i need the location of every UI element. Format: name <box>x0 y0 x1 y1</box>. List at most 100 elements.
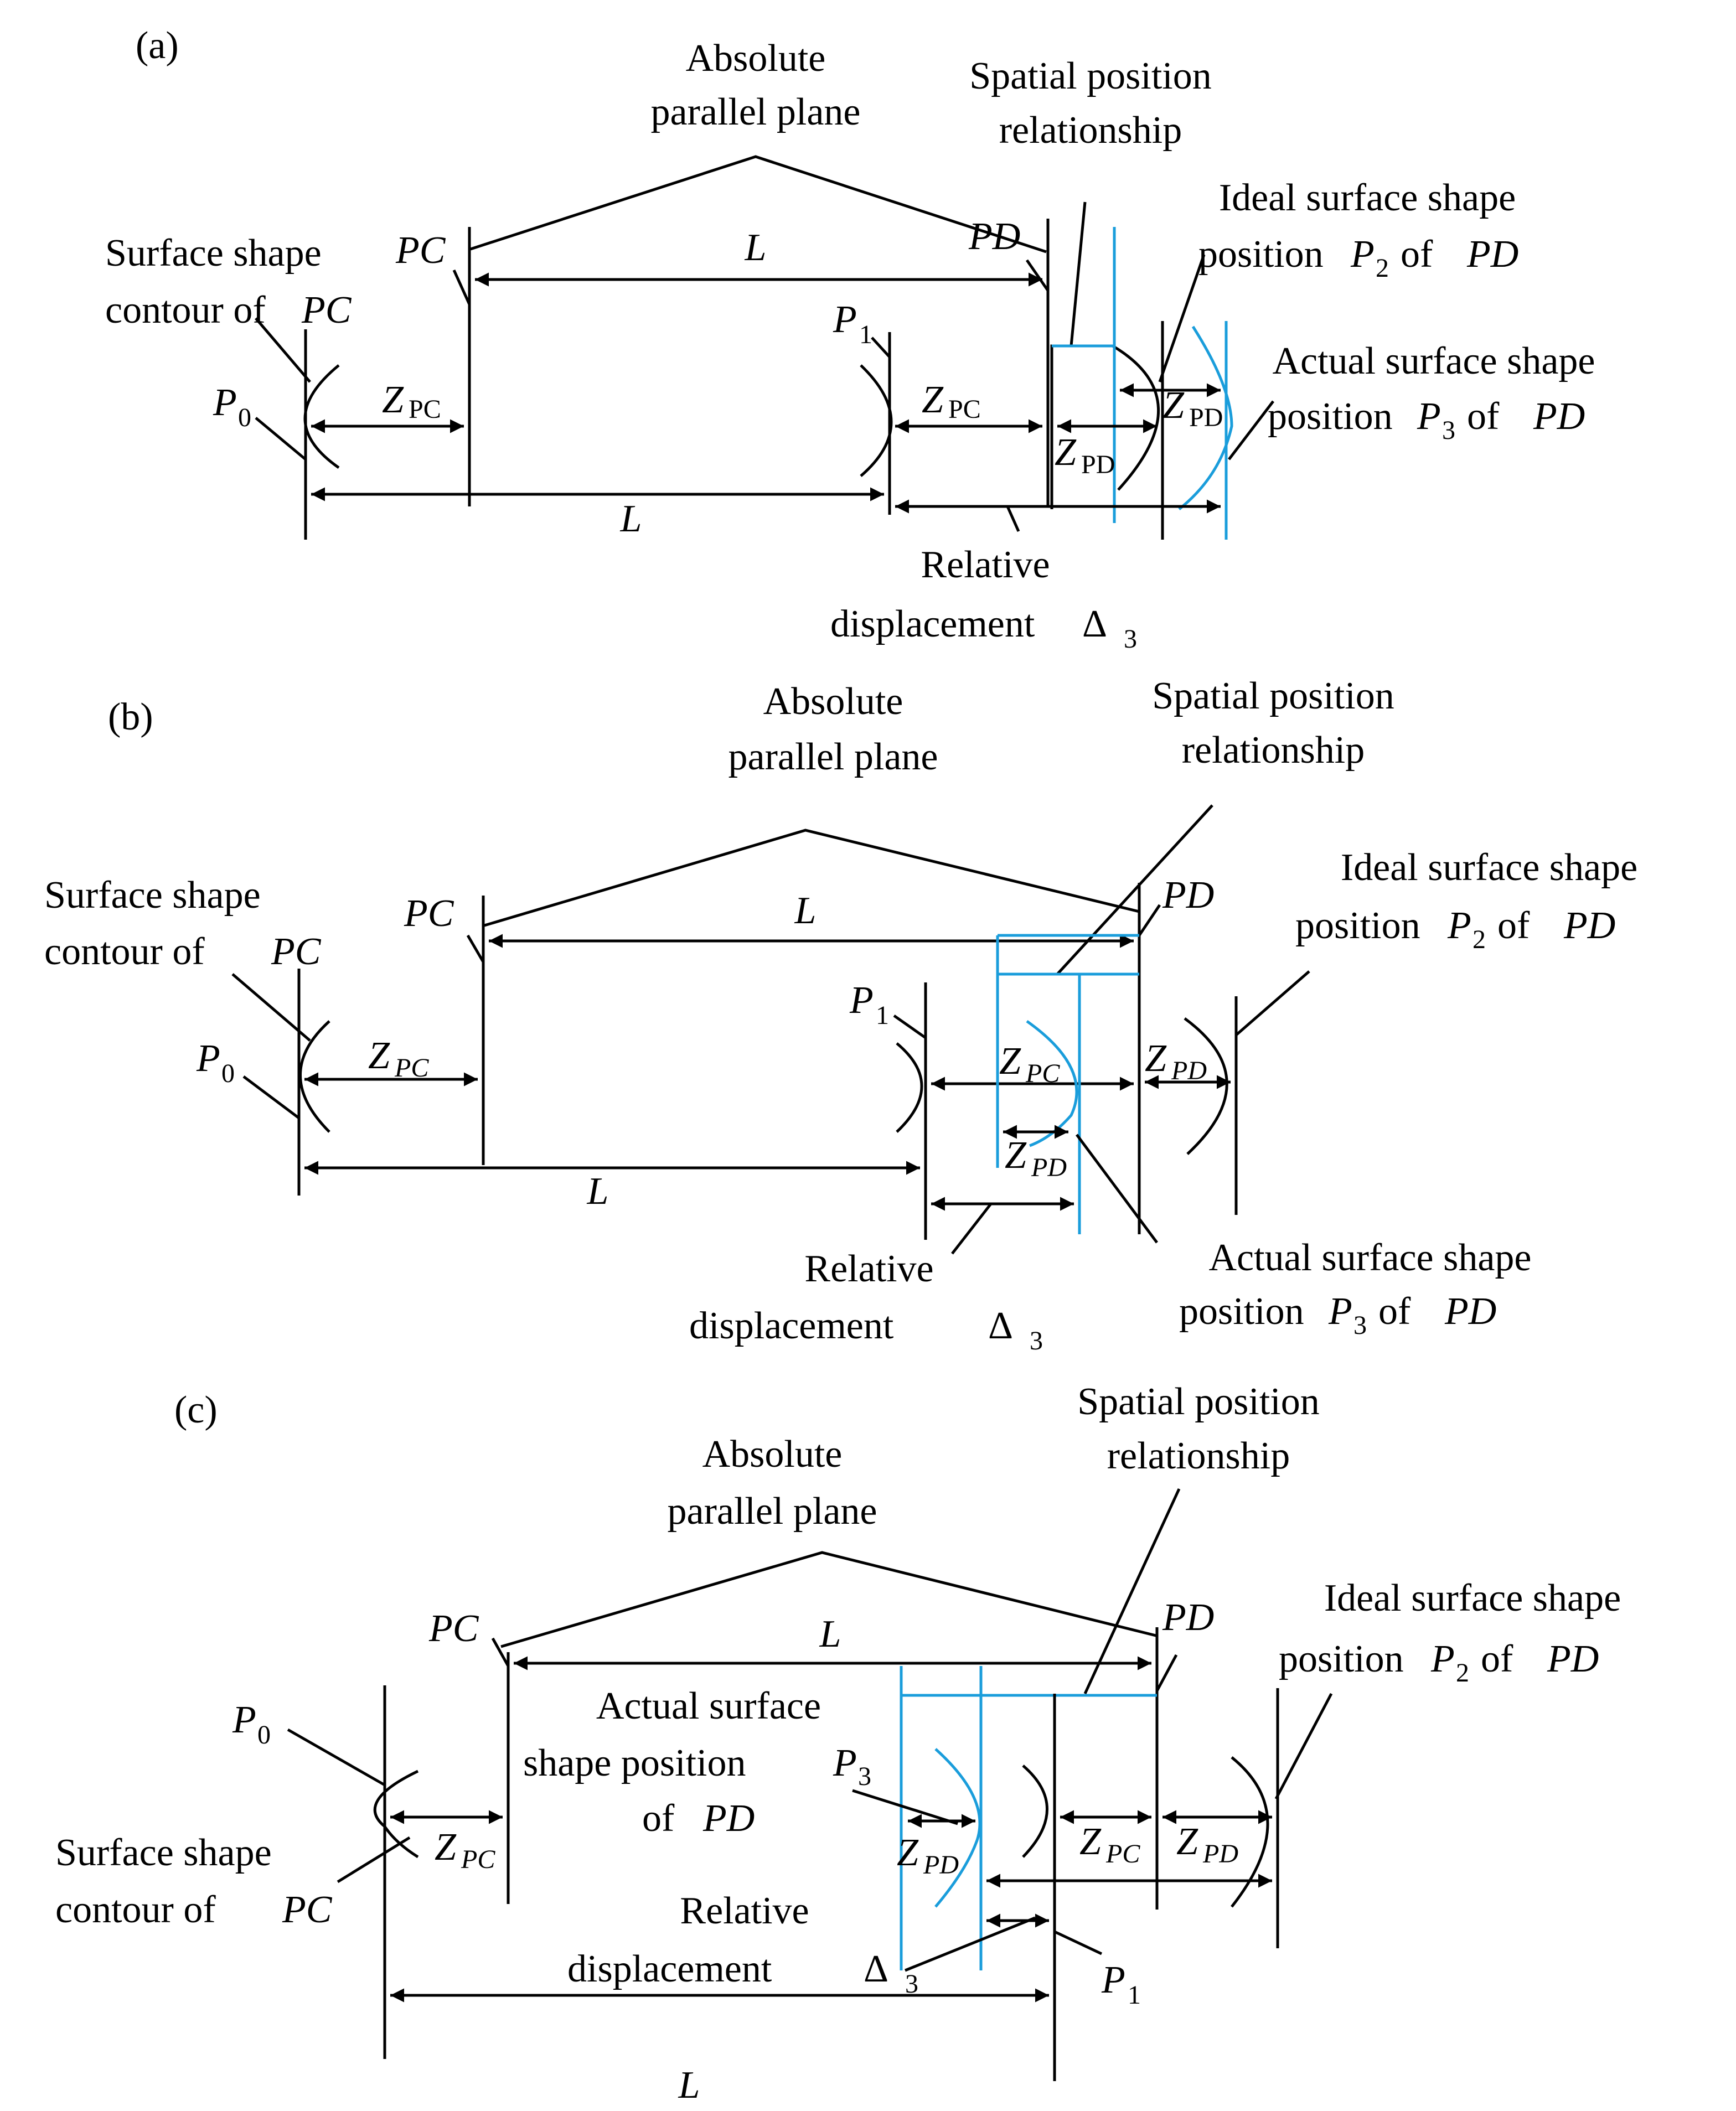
p1-curve <box>1022 1765 1048 1858</box>
p0-sub: 0 <box>238 403 251 432</box>
p1-curve <box>860 364 893 477</box>
relative-label-3: Δ <box>864 1948 888 1990</box>
actual-label-1: Actual surface shape <box>1272 340 1595 382</box>
ideal-label-6: PD <box>1563 904 1615 947</box>
ideal-label-3: P <box>1430 1638 1455 1680</box>
ideal-label-6: PD <box>1547 1638 1599 1680</box>
p1-label: P <box>1101 1959 1125 2001</box>
pd-leader <box>1155 1654 1178 1692</box>
zpc-left-z: Z <box>368 1034 390 1077</box>
p2-curve <box>1231 1756 1269 1908</box>
panel-a-tag: (a) <box>136 24 179 67</box>
zpc-left-sub: PC <box>394 1053 429 1083</box>
zpc-right-sub: PC <box>1105 1839 1140 1869</box>
zpd-1-sub: PD <box>1189 403 1223 432</box>
zpd-1-sub: PD <box>1202 1839 1238 1869</box>
p0-label: P <box>196 1037 220 1080</box>
relative-label-4: 3 <box>1124 624 1137 654</box>
ideal-label-6: PD <box>1466 233 1518 276</box>
ideal-label-2: position <box>1295 904 1420 947</box>
absolute-plane-roof <box>500 1551 1156 1648</box>
relative-label-4: 3 <box>1030 1326 1043 1355</box>
ideal-label-4: 2 <box>1456 1658 1469 1688</box>
absolute-plane-label-1: Absolute <box>763 680 903 723</box>
contour-leader <box>255 317 311 383</box>
p1-leader <box>871 337 891 358</box>
p2-curve <box>1184 1017 1228 1155</box>
actual-leader <box>1228 400 1274 461</box>
p2-curve <box>1112 344 1160 491</box>
pd-label: PD <box>1162 1596 1214 1639</box>
actual-label-2: shape position <box>523 1742 746 1784</box>
pd-leader <box>1025 259 1050 292</box>
ideal-label-1: Ideal surface shape <box>1219 177 1516 219</box>
pc-leader <box>466 934 485 963</box>
zpc-right-z: Z <box>922 379 944 421</box>
relative-label-1: Relative <box>680 1890 809 1932</box>
actual-label-3: P <box>833 1742 857 1784</box>
zpd-1-sub: PD <box>1171 1056 1207 1085</box>
actual-label-6: PD <box>702 1797 755 1840</box>
zpd-2-z: Z <box>1055 431 1077 474</box>
contour-label-2: contour of <box>105 289 266 332</box>
relative-leader <box>1006 505 1020 532</box>
zpc-left-sub: PC <box>409 395 441 424</box>
l-top-label: L <box>745 226 767 269</box>
relative-label-1: Relative <box>921 544 1050 586</box>
panel-c-tag: (c) <box>174 1389 218 1431</box>
relative-leader <box>951 1203 992 1255</box>
relative-label-3: Δ <box>1082 603 1107 645</box>
zpc-right-sub: PC <box>948 395 981 424</box>
panel-b: (b) Absolute parallel plane Spatial posi… <box>44 675 1637 1355</box>
p1-label: P <box>833 298 857 341</box>
zpd-2-z: Z <box>1005 1134 1027 1177</box>
p1-sub: 1 <box>859 320 872 349</box>
zpd-2-sub: PD <box>1081 450 1115 479</box>
relative-label-2: displacement <box>567 1948 772 1990</box>
zpd-2-sub: PD <box>1031 1153 1067 1182</box>
pd-label: PD <box>968 215 1020 258</box>
relative-label-1: Relative <box>804 1248 933 1290</box>
spatial-label-2: relationship <box>1107 1435 1290 1477</box>
ideal-label-3: P <box>1350 233 1375 276</box>
contour-leader <box>337 1836 411 1884</box>
panel-b-tag: (b) <box>108 696 153 738</box>
relative-label-2: displacement <box>830 603 1035 645</box>
actual-leader <box>1075 1134 1159 1244</box>
actual-curve <box>934 1748 981 1908</box>
p0-sub: 0 <box>257 1720 271 1750</box>
zpc-right-z: Z <box>1079 1820 1102 1863</box>
actual-label-6: PD <box>1533 395 1585 438</box>
contour-label-3: PC <box>301 289 352 332</box>
ideal-label-4: 2 <box>1472 925 1486 954</box>
actual-label-4: 3 <box>1353 1311 1367 1340</box>
ideal-leader <box>1235 970 1310 1036</box>
actual-label-1: Actual surface shape <box>1208 1236 1531 1279</box>
contour-label-2: contour of <box>44 930 205 973</box>
p0-label: P <box>232 1699 256 1741</box>
actual-label-6: PD <box>1444 1290 1496 1333</box>
actual-label-2: position <box>1179 1290 1304 1333</box>
spatial-label-2: relationship <box>999 109 1182 152</box>
ideal-label-4: 2 <box>1376 253 1389 283</box>
p0-leader <box>287 1728 386 1787</box>
actual-label-4: 3 <box>1442 416 1455 445</box>
actual-label-5: of <box>1467 395 1500 438</box>
p1-leader <box>893 1014 927 1039</box>
zpc-left-z: Z <box>382 379 404 421</box>
l-top-label: L <box>819 1613 841 1655</box>
p1-label: P <box>849 979 874 1022</box>
zpc-right-sub: PC <box>1025 1059 1060 1088</box>
relative-label-3: Δ <box>988 1305 1013 1347</box>
pc-contour-curve <box>303 364 340 469</box>
absolute-plane-label-2: parallel plane <box>651 91 861 133</box>
ideal-label-3: P <box>1447 904 1471 947</box>
actual-label-3: P <box>1417 395 1441 438</box>
actual-leader <box>852 1789 958 1825</box>
p0-leader <box>255 417 307 461</box>
actual-curve <box>1178 325 1233 510</box>
p0-sub: 0 <box>221 1059 235 1088</box>
actual-label-2: position <box>1268 395 1393 438</box>
absolute-plane-label-2: parallel plane <box>728 736 938 778</box>
